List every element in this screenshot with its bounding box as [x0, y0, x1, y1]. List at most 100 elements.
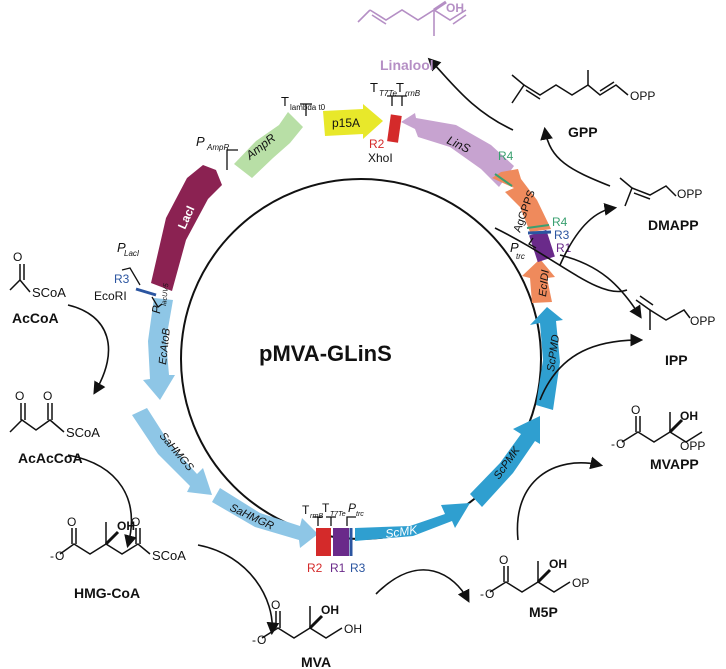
metabolite-m5p: M5P	[529, 604, 558, 620]
acaccoa-o1: O	[15, 389, 24, 403]
label-r4-b: R4	[552, 215, 568, 229]
label-p-laci: P	[117, 240, 126, 255]
hmgcoa-scoa: SCoA	[152, 548, 186, 563]
label-p-ampr: P	[196, 134, 205, 149]
metabolite-gpp: GPP	[568, 124, 598, 140]
label-t-lambda: T	[281, 94, 289, 109]
label-t-t7te-top-sub: T7Te	[379, 89, 397, 98]
gene-ecidi: EcIDI	[522, 259, 555, 303]
metabolite-linalool: Linalool	[380, 57, 434, 73]
m5p-op: OP	[572, 576, 589, 590]
gene-arrows: LacI AmpR p15A LinS AgGPPS EcIDI	[132, 104, 563, 548]
gene-label-scpmd: ScPMD	[545, 334, 562, 373]
label-t-t7te-bot: T	[322, 501, 330, 515]
hmgcoa-o1: O	[67, 515, 76, 529]
label-r3-right: R3	[554, 228, 570, 242]
hmgcoa-o3: O	[55, 549, 64, 563]
gpp-opp: OPP	[630, 89, 655, 103]
m5p-ominus: -	[480, 587, 484, 601]
metabolite-dmapp: DMAPP	[648, 217, 699, 233]
label-t-t7te-top: T	[370, 80, 378, 95]
dmapp-opp: OPP	[677, 187, 702, 201]
accoa-o: O	[13, 250, 22, 264]
structure-dmapp	[619, 177, 677, 207]
metabolite-structures: O SCoA AcCoA O O SCoA AcAcCoA - O O O OH…	[9, 0, 715, 669]
promoter-terminator-symbols	[121, 95, 537, 526]
hmgcoa-ominus: -	[50, 549, 54, 563]
label-p-lacuv5: P	[149, 305, 164, 314]
structure-ipp	[635, 295, 691, 330]
structure-linalool	[357, 0, 467, 36]
gene-scpmd: ScPMD	[530, 307, 563, 410]
m5p-oh: OH	[549, 557, 567, 571]
gene-p15a: p15A	[323, 104, 383, 139]
m5p-o2: O	[485, 587, 494, 601]
gene-scmk: ScMK	[355, 503, 470, 541]
label-p-lacuv5-sub: lacUV5	[161, 283, 170, 306]
gene-sahmgs: SaHMGS	[132, 408, 212, 495]
structure-m5p	[489, 561, 571, 593]
label-r3-bot: R3	[350, 561, 366, 575]
label-ecori: EcoRI	[94, 289, 127, 303]
gene-sahmgr: SaHMGR	[212, 488, 318, 548]
label-r3-left: R3	[114, 272, 130, 286]
metabolite-accoa: AcCoA	[12, 310, 59, 326]
element-labels: P AmpR T lambda t0 T T7Te T rrnB R2 XhoI…	[94, 80, 572, 575]
mvapp-oh: OH	[680, 409, 698, 423]
label-p-trc-bot-sub: trc	[356, 511, 364, 518]
label-p-trc-right: P	[510, 240, 519, 255]
mvapp-o2: O	[616, 437, 625, 451]
regulatory-blocks	[135, 114, 555, 556]
metabolite-ipp: IPP	[665, 352, 688, 368]
ipp-opp: OPP	[690, 314, 715, 328]
label-r2-bot: R2	[307, 561, 323, 575]
structure-mva	[261, 606, 343, 639]
label-p-trc-right-sub: trc	[516, 252, 525, 261]
acaccoa-scoa: SCoA	[66, 425, 100, 440]
label-r4-a: R4	[498, 149, 514, 163]
mvapp-ominus: -	[611, 437, 615, 451]
structure-accoa	[9, 264, 31, 293]
mva-o2: O	[257, 633, 266, 647]
gene-label-p15a: p15A	[332, 116, 360, 130]
mva-ominus: -	[252, 633, 256, 647]
mva-oh: OH	[321, 603, 339, 617]
metabolite-acaccoa: AcAcCoA	[18, 450, 83, 466]
label-r1-right: R1	[556, 241, 572, 255]
gene-label-scmk: ScMK	[384, 523, 419, 541]
label-t-rrnb-top: T	[396, 80, 404, 95]
acaccoa-o2: O	[43, 389, 52, 403]
label-r1-bot: R1	[330, 561, 346, 575]
gene-label-ecidi: EcIDI	[537, 269, 552, 297]
m5p-o: O	[499, 553, 508, 567]
label-p-ampr-sub: AmpR	[206, 143, 229, 152]
linalool-oh: OH	[446, 1, 464, 15]
mva-oh2: OH	[344, 622, 362, 636]
plasmid-name: pMVA-GLinS	[259, 341, 392, 366]
label-t-t7te-bot-sub: T7Te	[330, 511, 346, 518]
structure-hmgcoa	[59, 522, 151, 555]
metabolite-mvapp: MVAPP	[650, 456, 699, 472]
gene-scpmk: ScPMK	[470, 416, 540, 507]
mvapp-opp: OPP	[680, 439, 705, 453]
hmgcoa-o2: O	[131, 515, 140, 529]
pathway-arrows	[67, 57, 644, 636]
label-t-rrnb-bot-sub: rrnB	[310, 513, 324, 520]
structure-acaccoa	[9, 403, 65, 433]
gene-label-ecatob: EcAtoB	[157, 328, 173, 366]
label-t-rrnb-top-sub: rrnB	[405, 89, 421, 98]
mva-o: O	[271, 598, 280, 612]
label-p-trc-bot: P	[348, 501, 356, 515]
label-p-laci-sub: LacI	[124, 249, 140, 258]
label-t-rrnb-bot: T	[302, 503, 310, 517]
mvapp-o: O	[631, 403, 640, 417]
hmgcoa-oh: OH	[117, 519, 135, 533]
label-xhoi: XhoI	[368, 151, 393, 165]
structure-gpp	[511, 70, 629, 104]
gene-ampr: AmpR	[234, 112, 303, 178]
metabolite-hmgcoa: HMG-CoA	[74, 585, 140, 601]
metabolite-mva: MVA	[301, 654, 331, 669]
structure-mvapp	[621, 412, 703, 443]
